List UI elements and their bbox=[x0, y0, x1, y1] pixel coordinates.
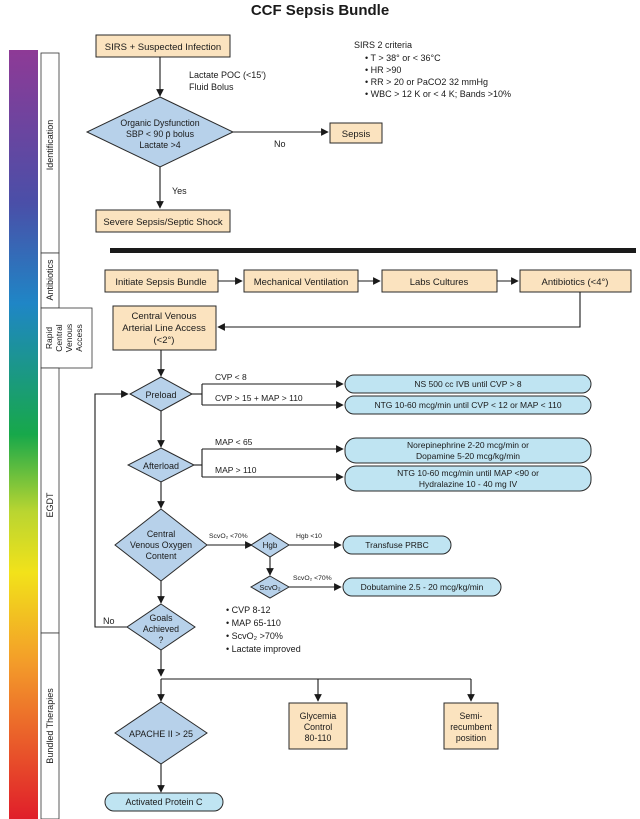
glycemia-label-3: 80-110 bbox=[305, 733, 332, 743]
goal-item-2: • MAP 65-110 bbox=[226, 618, 281, 628]
afterload-condition-2: MAP > 110 bbox=[215, 465, 257, 475]
semirecumbent-label-3: position bbox=[456, 733, 486, 743]
antibiotics-box bbox=[519, 269, 632, 293]
ntg-cvp-label: NTG 10-60 mcg/min until CVP < 12 or MAP … bbox=[374, 400, 561, 410]
stage-panel-rapid-access bbox=[40, 307, 93, 369]
scvo-condition-1: ScvO₂ <70% bbox=[209, 533, 248, 540]
page-title: CCF Sepsis Bundle bbox=[251, 2, 389, 19]
stage-label-rapid-2: Central bbox=[54, 324, 64, 352]
sirs-box bbox=[95, 34, 231, 58]
sirs-criterion-4: • WBC > 12 K or < 4 K; Bands >10% bbox=[365, 89, 511, 99]
stage-label-rapid-1: Rapid bbox=[44, 327, 54, 349]
ns-bolus-label: NS 500 cc IVB until CVP > 8 bbox=[414, 379, 522, 389]
goals-label-1: Goals bbox=[150, 613, 174, 623]
arrow-antibiotics-to-cva bbox=[217, 292, 581, 331]
ntg-map-label-2: Hydralazine 10 - 40 mg IV bbox=[419, 479, 518, 489]
severe-sepsis-label: Severe Sepsis/Septic Shock bbox=[103, 217, 223, 228]
ntg-cvp-box bbox=[344, 395, 592, 415]
activated-protein-c-label: Activated Protein C bbox=[125, 797, 203, 807]
semirecumbent-label-2: recumbent bbox=[450, 722, 492, 732]
cvo-label-1: Central bbox=[147, 529, 175, 539]
sepsis-box bbox=[329, 122, 383, 144]
sirs-criteria-heading: SIRS 2 criteria bbox=[354, 40, 412, 50]
scvo2-diamond bbox=[250, 575, 290, 599]
vasopressor-box bbox=[344, 437, 592, 464]
semirecumbent-label-1: Semi- bbox=[460, 711, 483, 721]
stage-label-antibiotics: Antibiotics bbox=[45, 259, 55, 301]
sirs-criterion-4-text: WBC > 12 K or < 4 K; Bands >10% bbox=[371, 89, 511, 99]
goal-item-4: • Lactate improved bbox=[226, 644, 301, 654]
cvo-label-2: Venous Oxygen bbox=[130, 540, 192, 550]
bundle-divider-bar bbox=[110, 248, 636, 253]
sirs-criterion-3-text: RR > 20 or PaCO2 32 mmHg bbox=[371, 77, 488, 87]
afterload-condition-1: MAP < 65 bbox=[215, 437, 253, 447]
scvo-condition-2: ScvO₂ <70% bbox=[293, 575, 332, 582]
stage-label-rapid-4: Access bbox=[74, 324, 84, 351]
goal-item-2-text: MAP 65-110 bbox=[232, 618, 281, 628]
lactate-note-1: Lactate POC (<15') bbox=[189, 70, 266, 80]
transfuse-prbc-box bbox=[342, 535, 452, 555]
arrow-goals-no-loop bbox=[94, 390, 129, 628]
goals-label-2: Achieved bbox=[143, 624, 179, 634]
initiate-bundle-label: Initiate Sepsis Bundle bbox=[115, 277, 206, 288]
stage-label-rapid-3: Venous bbox=[64, 324, 74, 352]
glycemia-label-1: Glycemia bbox=[300, 711, 337, 721]
sirs-criterion-3: • RR > 20 or PaCO2 32 mmHg bbox=[365, 77, 488, 87]
glycemia-box bbox=[288, 702, 348, 750]
cva-label-3: (<2°) bbox=[154, 335, 175, 346]
organ-label-2: SBP < 90 p̄ bolus bbox=[126, 129, 195, 139]
preload-condition-2: CVP > 15 + MAP > 110 bbox=[215, 393, 303, 403]
goal-item-3-text: ScvO₂ >70% bbox=[232, 631, 283, 641]
hgb-label: Hgb bbox=[263, 541, 278, 550]
stage-label-egdt: EGDT bbox=[45, 492, 55, 518]
stage-panel-bundled bbox=[40, 632, 60, 819]
sirs-criterion-2: • HR >90 bbox=[365, 65, 401, 75]
no-label-goals: No bbox=[103, 616, 115, 626]
scvo2-label: ScvO₂ bbox=[259, 583, 280, 592]
cva-label-1: Central Venous bbox=[132, 311, 197, 322]
hgb-condition: Hgb <10 bbox=[296, 533, 322, 540]
no-label-organ: No bbox=[274, 139, 286, 149]
goal-item-1-text: CVP 8-12 bbox=[232, 605, 271, 615]
apache-label: APACHE II > 25 bbox=[129, 729, 193, 739]
sepsis-label: Sepsis bbox=[342, 129, 371, 140]
sirs-label: SIRS + Suspected Infection bbox=[105, 42, 221, 53]
cvo-label-3: Content bbox=[146, 551, 177, 561]
yes-label-organ: Yes bbox=[172, 186, 187, 196]
preload-label: Preload bbox=[145, 390, 176, 400]
ntg-map-label-1: NTG 10-60 mcg/min until MAP <90 or bbox=[397, 468, 539, 478]
severe-sepsis-box bbox=[95, 209, 231, 233]
ns-bolus-box bbox=[344, 374, 592, 394]
vasopressor-label-2: Dopamine 5-20 mcg/kg/min bbox=[416, 451, 520, 461]
organ-label-3: Lactate >4 bbox=[139, 140, 180, 150]
goal-item-4-text: Lactate improved bbox=[232, 644, 301, 654]
glycemia-label-2: Control bbox=[304, 722, 332, 732]
sirs-criterion-2-text: HR >90 bbox=[371, 65, 402, 75]
transfuse-prbc-label: Transfuse PRBC bbox=[365, 540, 428, 550]
stage-color-strip bbox=[9, 50, 38, 819]
sirs-criterion-1: • T > 38° or < 36°C bbox=[365, 53, 441, 63]
cva-label-2: Arterial Line Access bbox=[122, 323, 206, 334]
dobutamine-label: Dobutamine 2.5 - 20 mcg/kg/min bbox=[361, 582, 484, 592]
sirs-criterion-1-text: T > 38° or < 36°C bbox=[371, 53, 442, 63]
stage-label-identification: Identification bbox=[45, 120, 55, 171]
central-venous-access-box bbox=[112, 305, 217, 351]
goal-item-1: • CVP 8-12 bbox=[226, 605, 271, 615]
ntg-map-box bbox=[344, 465, 592, 492]
mechanical-ventilation-label: Mechanical Ventilation bbox=[254, 277, 349, 288]
goal-item-3: • ScvO₂ >70% bbox=[226, 631, 283, 641]
labs-cultures-label: Labs Cultures bbox=[410, 277, 469, 288]
stage-label-bundled: Bundled Therapies bbox=[45, 688, 55, 764]
preload-condition-1: CVP < 8 bbox=[215, 372, 247, 382]
organ-label-1: Organic Dysfunction bbox=[120, 118, 199, 128]
vasopressor-label-1: Norepinephrine 2-20 mcg/min or bbox=[407, 440, 529, 450]
activated-protein-c-box bbox=[104, 792, 224, 812]
goals-label-3: ? bbox=[159, 635, 164, 645]
dobutamine-box bbox=[342, 577, 502, 597]
lactate-note-2: Fluid Bolus bbox=[189, 82, 234, 92]
afterload-label: Afterload bbox=[143, 461, 179, 471]
semirecumbent-box bbox=[443, 702, 499, 750]
antibiotics-label: Antibiotics (<4°) bbox=[542, 277, 609, 288]
